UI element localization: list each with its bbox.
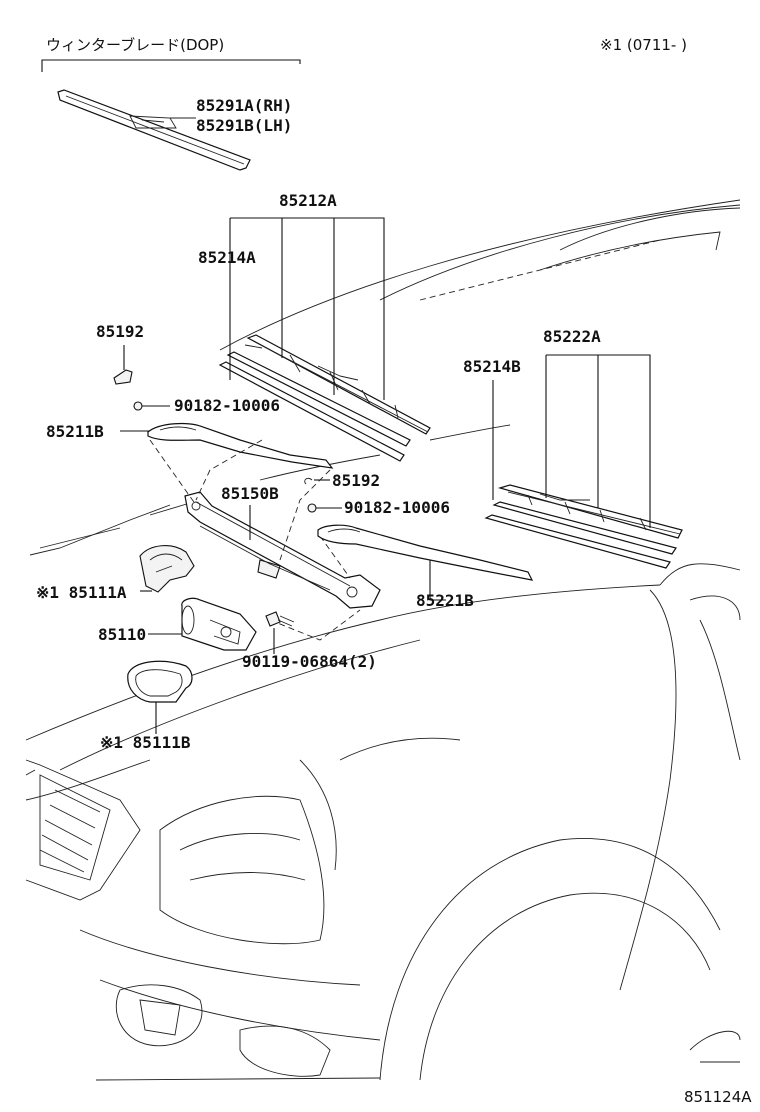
left-wiper-blade-85212a[interactable] xyxy=(244,334,431,435)
dash-guide-4 xyxy=(269,609,361,641)
nut-90182-left[interactable] xyxy=(133,401,143,411)
leader-85212a xyxy=(229,217,385,400)
motor-cover-85111a[interactable] xyxy=(139,545,195,593)
left-blade-refill-85214a[interactable] xyxy=(218,351,411,462)
label-85192-mid[interactable]: 85192 xyxy=(332,471,380,490)
vehicle-body-outline xyxy=(25,199,741,1081)
diagram-code: 851124A xyxy=(684,1088,752,1106)
label-85214a[interactable]: 85214A xyxy=(198,248,256,267)
label-85111b[interactable]: ※1 85111B xyxy=(100,733,191,752)
label-85211b[interactable]: 85211B xyxy=(46,422,104,441)
dash-guide-1 xyxy=(149,439,197,506)
label-85150b[interactable]: 85150B xyxy=(221,484,279,503)
dash-guide-3 xyxy=(279,469,331,561)
label-85221b[interactable]: 85221B xyxy=(416,591,474,610)
label-85212a[interactable]: 85212A xyxy=(279,191,337,210)
label-85291a[interactable]: 85291A(RH) xyxy=(196,96,292,115)
leader-85221b xyxy=(429,560,446,601)
group-bracket xyxy=(41,59,301,72)
group-title: ウィンターブレード(DOP) xyxy=(46,36,224,54)
label-85111a[interactable]: ※1 85111A xyxy=(36,583,127,602)
note-label: ※1 (0711- ) xyxy=(600,36,687,54)
label-90182-right[interactable]: 90182-10006 xyxy=(344,498,450,517)
nut-90182-right[interactable] xyxy=(307,503,317,513)
label-90119[interactable]: 90119-06864(2) xyxy=(242,652,377,671)
right-wiper-blade-85222a[interactable] xyxy=(497,484,683,539)
dash-guide-2 xyxy=(195,439,263,501)
label-85291b[interactable]: 85291B(LH) xyxy=(196,116,292,135)
label-85192-top[interactable]: 85192 xyxy=(96,322,144,341)
left-wiper-arm-85211b[interactable] xyxy=(147,422,334,469)
right-blade-refill-85214b[interactable] xyxy=(484,501,677,569)
dash-guide-5 xyxy=(319,535,351,579)
label-85110[interactable]: 85110 xyxy=(98,625,146,644)
cap-85192-top[interactable] xyxy=(113,369,133,385)
wiper-motor-85110[interactable] xyxy=(181,597,257,651)
label-85214b[interactable]: 85214B xyxy=(463,357,521,376)
right-wiper-arm-85221b[interactable] xyxy=(317,524,534,581)
leader-85222a xyxy=(545,354,651,528)
winter-blade[interactable] xyxy=(57,89,251,171)
bolt-90119-06864[interactable] xyxy=(265,611,295,627)
wiper-link-85150b[interactable] xyxy=(184,491,381,609)
label-85222a[interactable]: 85222A xyxy=(543,327,601,346)
label-90182-left[interactable]: 90182-10006 xyxy=(174,396,280,415)
motor-gasket-85111b[interactable] xyxy=(127,660,193,703)
cap-85192-mid[interactable] xyxy=(304,477,313,485)
